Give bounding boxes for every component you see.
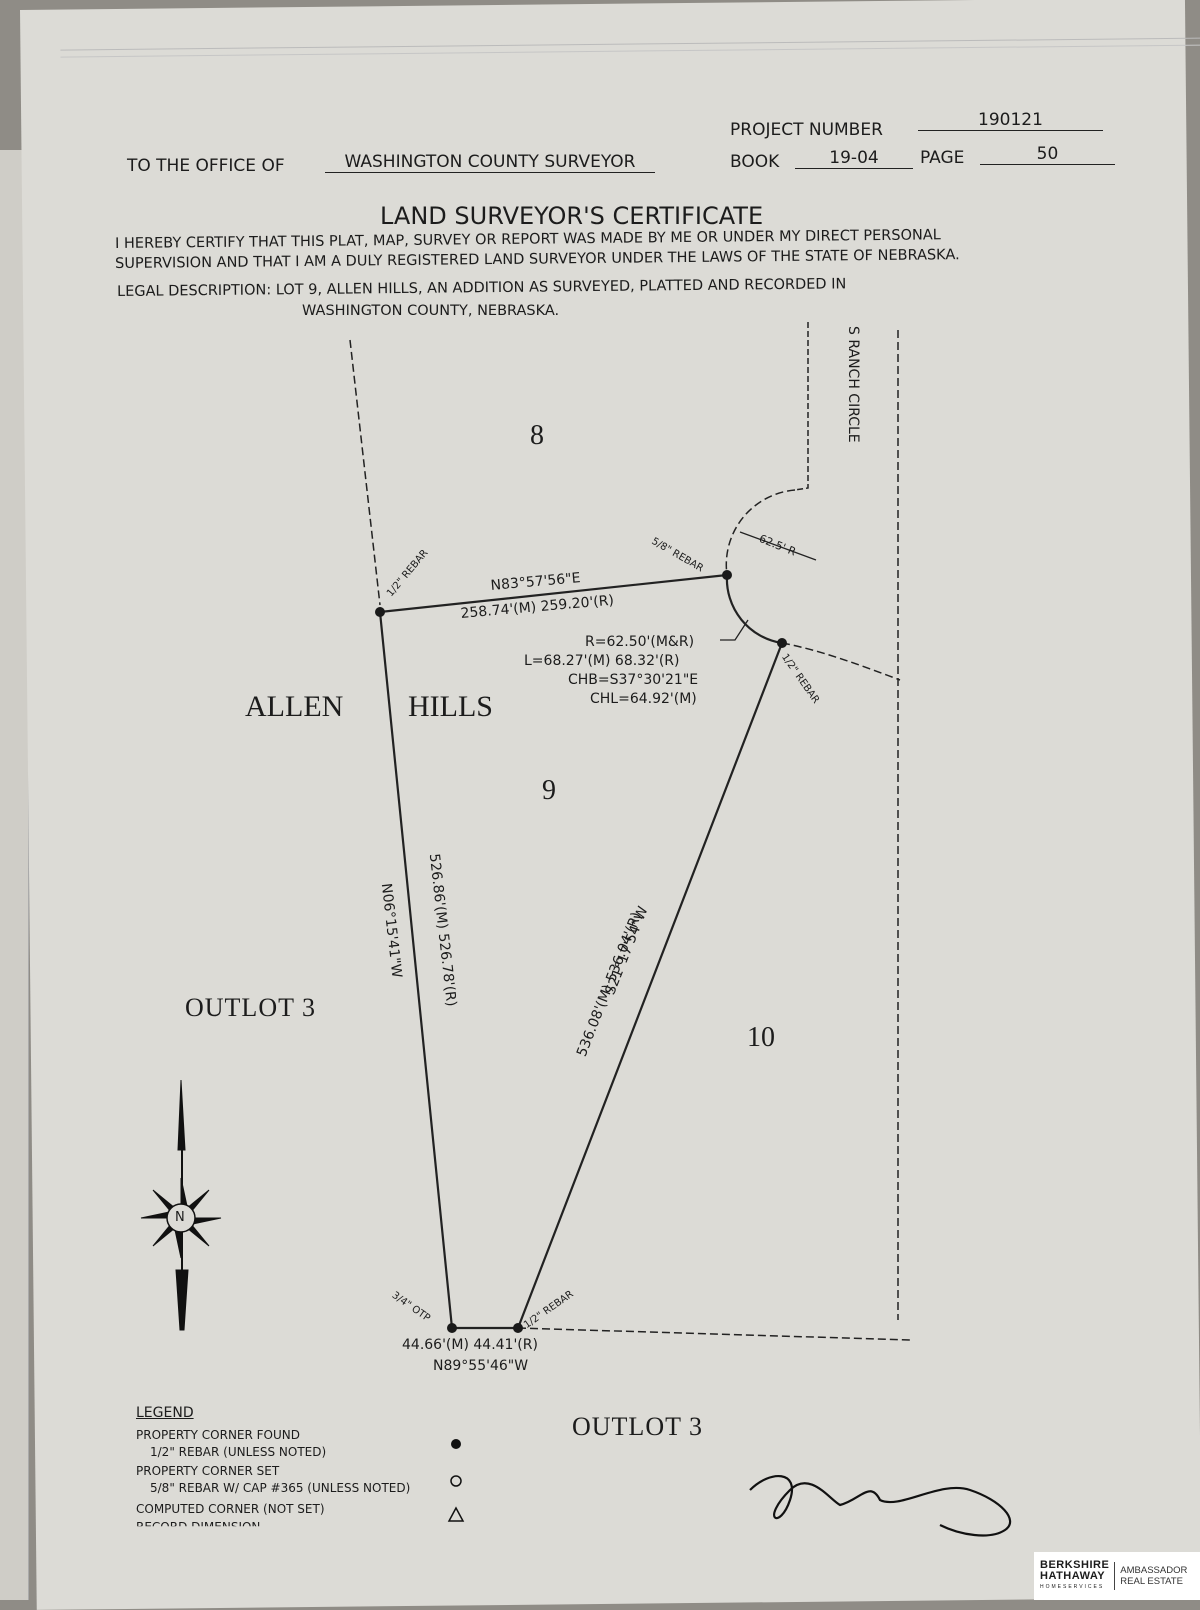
radius-leader (739, 531, 817, 561)
legend-item-3-line-2: RECORD DIMENSION (136, 1520, 260, 1526)
south-line-bearing: N89°55'46"W (433, 1358, 529, 1374)
page-label: PAGE (920, 148, 965, 168)
legal-description-line-2: WASHINGTON COUNTY, NEBRASKA. (302, 303, 560, 319)
outlot-south-label: OUTLOT 3 (572, 1412, 704, 1441)
legend-title: LEGEND (136, 1405, 194, 1421)
lot-8-west-line (349, 339, 381, 606)
south-line-distance: 44.66'(M) 44.41'(R) (402, 1337, 538, 1353)
legend-found-symbol (451, 1439, 461, 1449)
legend-item-1-line-1: PROPERTY CORNER FOUND (136, 1428, 300, 1442)
lot-10-south-line (517, 1327, 911, 1341)
legend-set-symbol (450, 1475, 462, 1487)
brand-line-3: HOMESERVICES (1040, 1583, 1105, 1590)
book-label: BOOK (730, 152, 780, 172)
lot-9-label: 9 (542, 775, 556, 806)
subdivision-label-hills: HILLS (408, 690, 493, 723)
street-label: S RANCH CIRCLE (845, 326, 861, 443)
corner-nw (375, 607, 385, 617)
partner-name: AMBASSADOR REAL ESTATE (1120, 1565, 1187, 1587)
berkshire-hathaway-wordmark: BERKSHIRE HATHAWAY HOMESERVICES (1034, 1558, 1110, 1593)
brokerage-logo: BERKSHIRE HATHAWAY HOMESERVICES AMBASSAD… (1034, 1552, 1200, 1600)
curve-length: L=68.27'(M) 68.32'(R) (524, 653, 680, 669)
book-value: 19-04 (795, 148, 913, 169)
to-office-label: TO THE OFFICE OF (127, 156, 285, 176)
corner-se (513, 1323, 523, 1333)
lot-10-north-line (781, 642, 901, 681)
office-value: WASHINGTON COUNTY SURVEYOR (325, 152, 655, 173)
project-number-value: 190121 (918, 110, 1103, 131)
north-arrow-icon (140, 1079, 222, 1331)
brand-line-2: HATHAWAY (1040, 1569, 1106, 1582)
certificate-title: LAND SURVEYOR'S CERTIFICATE (380, 202, 764, 230)
cul-de-sac-arc (725, 489, 796, 576)
legend-item-2-line-2: 5/8" REBAR W/ CAP #365 (UNLESS NOTED) (150, 1481, 411, 1495)
logo-divider (1114, 1562, 1116, 1590)
corner-e (777, 638, 787, 648)
page-value: 50 (980, 144, 1115, 165)
curve-chord-length: CHL=64.92'(M) (590, 691, 697, 707)
curve-leader (720, 619, 749, 641)
legend-item-3-line-1: COMPUTED CORNER (NOT SET) (136, 1502, 325, 1516)
curve-chord-bearing: CHB=S37°30'21"E (568, 672, 699, 688)
curve-radius: R=62.50'(M&R) (585, 634, 695, 650)
project-number-label: PROJECT NUMBER (730, 120, 883, 140)
lot-8-label: 8 (530, 420, 544, 451)
lot-10-label: 10 (747, 1022, 775, 1053)
surveyor-signature (749, 1475, 1012, 1537)
legend-computed-symbol (447, 1506, 465, 1522)
subdivision-label-allen: ALLEN (245, 690, 344, 723)
partner-line-2: REAL ESTATE (1120, 1576, 1183, 1587)
N-label: N (175, 1210, 185, 1225)
partner-line-1: AMBASSADOR (1120, 1565, 1188, 1576)
corner-sw (447, 1323, 457, 1333)
road-west-edge (794, 322, 809, 491)
corner-ne (722, 570, 732, 580)
legend-item-2-line-1: PROPERTY CORNER SET (136, 1464, 280, 1478)
brand-line-1: BERKSHIRE (1040, 1558, 1110, 1571)
outlot-west-label: OUTLOT 3 (185, 993, 317, 1022)
legend-item-1-line-2: 1/2" REBAR (UNLESS NOTED) (150, 1445, 327, 1459)
